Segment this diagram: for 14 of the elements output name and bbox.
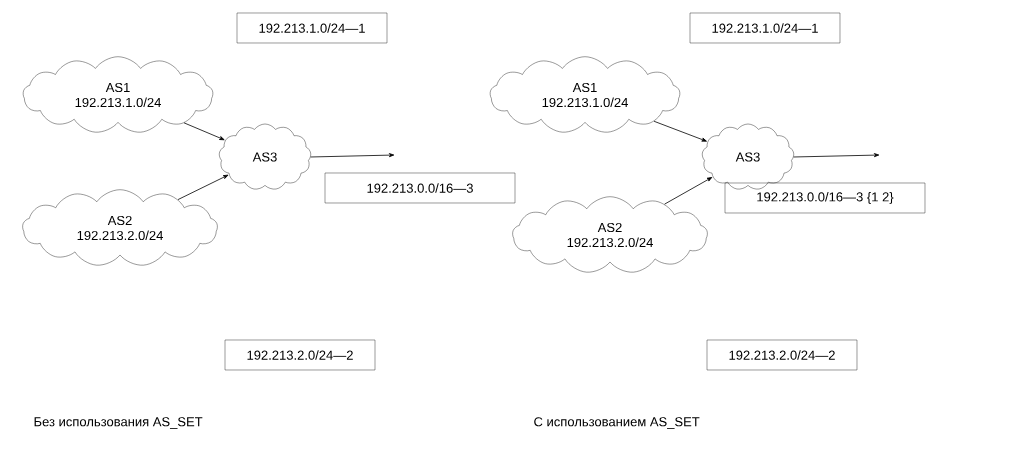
caption-text: Без использования AS_SET	[34, 417, 203, 429]
arrow	[653, 120, 707, 142]
arrow	[177, 174, 229, 200]
arrow	[310, 153, 395, 158]
arrow	[183, 122, 225, 141]
address-box: 192.213.1.0/24—1	[689, 12, 841, 44]
address-box: 192.213.0.0/16—3 {1 2}	[724, 182, 926, 214]
caption-text: С использованием AS_SET	[534, 417, 700, 429]
arrow	[664, 177, 713, 205]
address-box: 192.213.2.0/24—2	[706, 339, 858, 371]
address-box: 192.213.0.0/16—3	[324, 172, 516, 204]
address-box: 192.213.2.0/24—2	[224, 339, 376, 371]
arrow	[793, 153, 880, 158]
address-box: 192.213.1.0/24—1	[236, 12, 388, 44]
